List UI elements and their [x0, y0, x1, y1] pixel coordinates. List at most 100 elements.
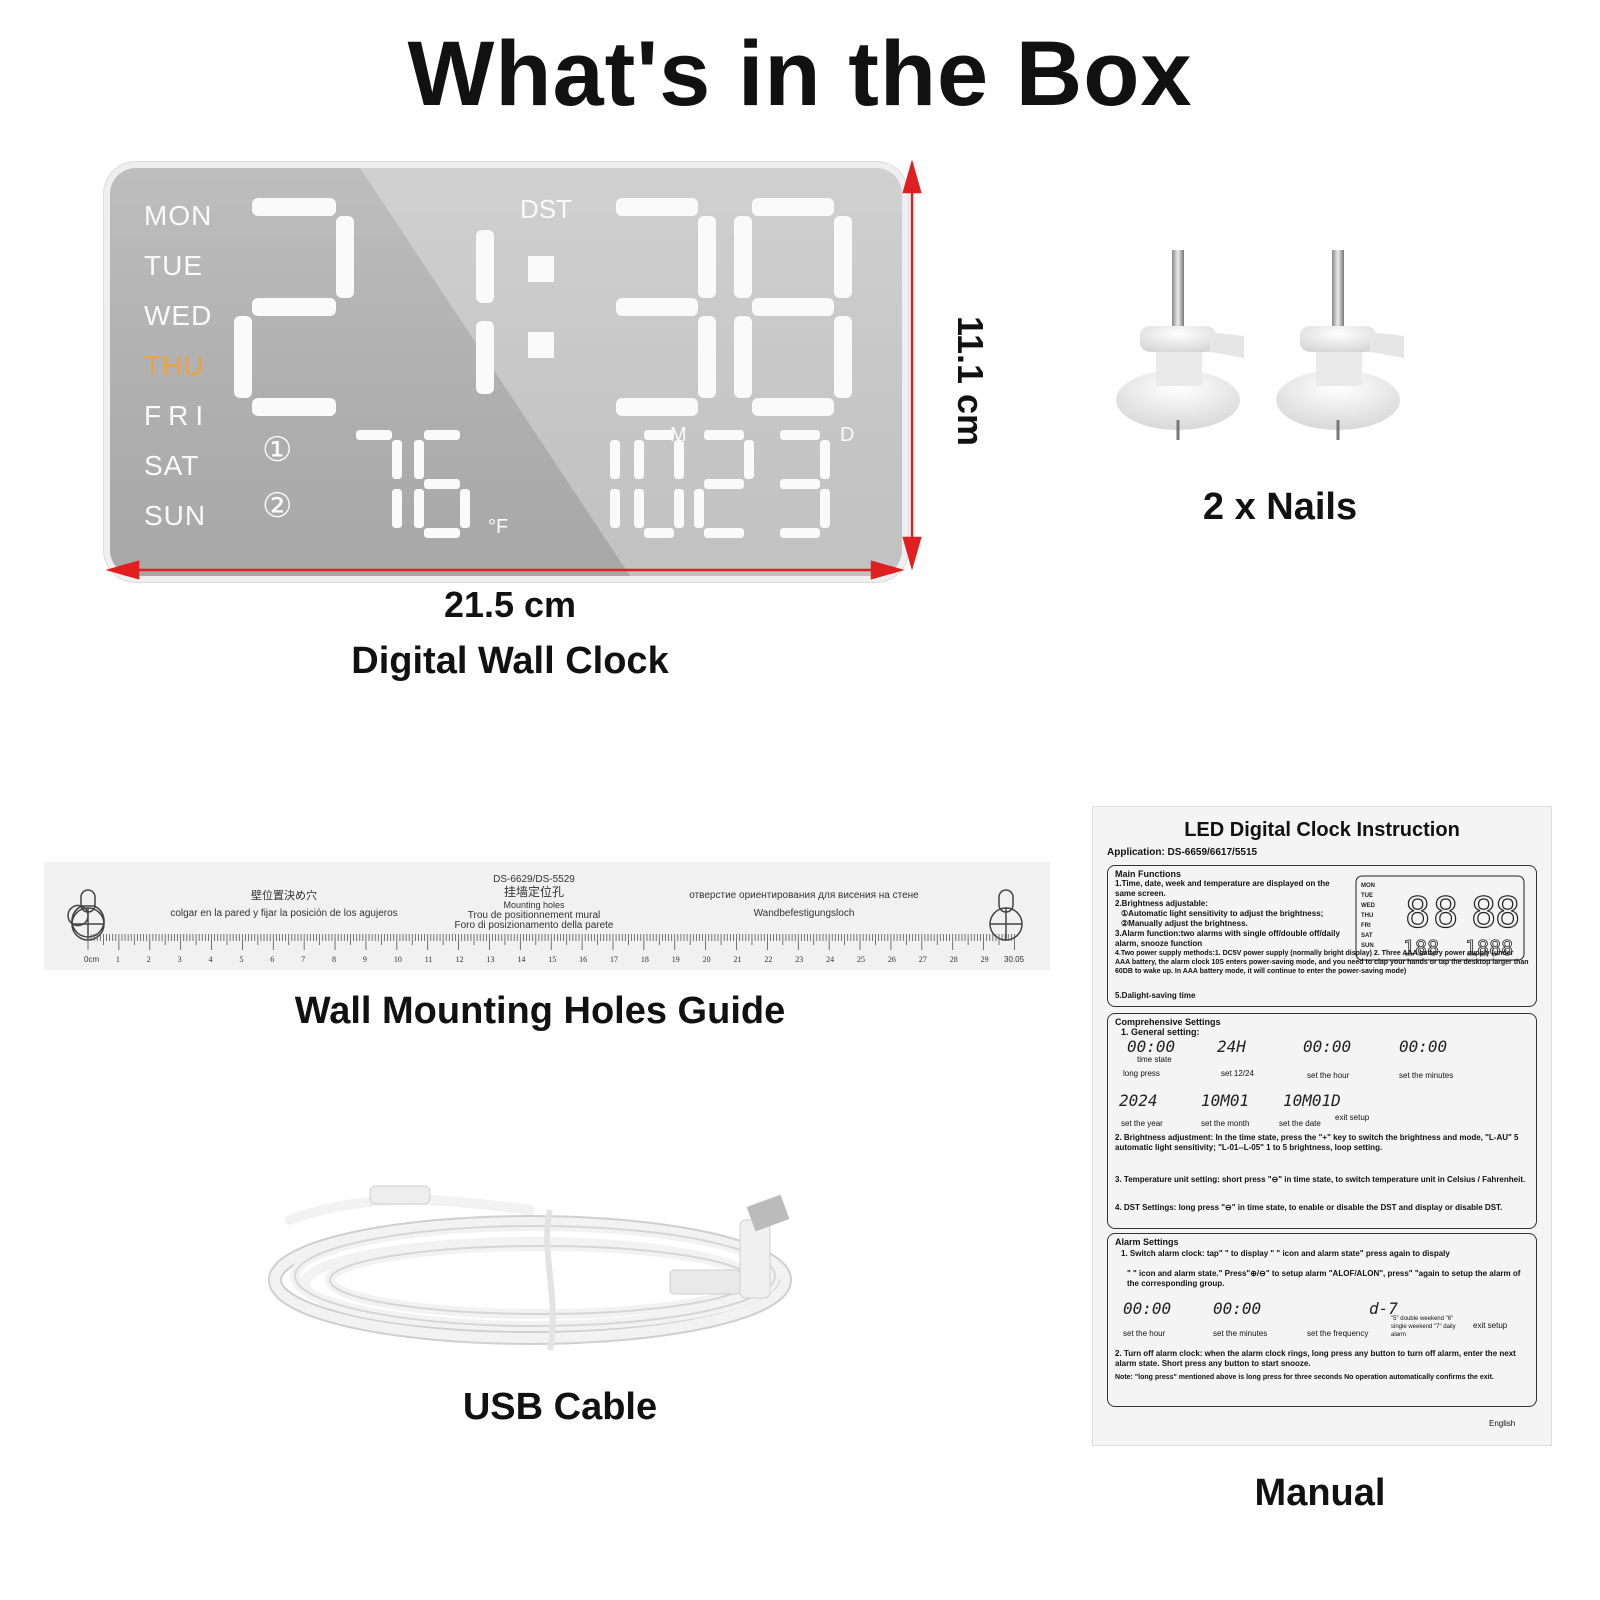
temp-digit-0-seg-c — [392, 489, 402, 528]
month-digit-1-seg-f — [634, 440, 644, 479]
seg-set-hour: 00:00 — [1303, 1037, 1352, 1056]
ruler-text-cn: 挂墙定位孔 — [503, 885, 564, 899]
temp-digit-1-seg-g — [424, 479, 460, 489]
minute-digit-1-seg-d — [752, 398, 834, 416]
svg-text:8: 8 — [1495, 888, 1520, 937]
usb-cable-illustration — [268, 1185, 792, 1351]
ruler-caption: Wall Mounting Holes Guide — [294, 990, 786, 1032]
minute-digit-1-seg-b — [834, 216, 852, 298]
ruler-number: 18 — [641, 955, 649, 964]
date-digit-0-seg-d — [704, 528, 744, 538]
date-digit-1-seg-g — [780, 479, 820, 489]
ruler-number: 12 — [456, 955, 464, 964]
minute-digit-0-seg-d — [616, 398, 698, 416]
mounting-hole-icon-right — [989, 889, 1023, 941]
colon-bar-0-seg-b — [476, 230, 494, 303]
ruler-text-jp: 壁位置決め穴 — [251, 890, 317, 902]
temp-digit-1-seg-c — [460, 489, 470, 528]
mf-2a: ①Automatic light sensitivity to adjust t… — [1121, 909, 1324, 918]
day-wed: WED — [144, 300, 213, 331]
ruler-text-en: Mounting holes — [503, 900, 565, 910]
manual-application: Application: DS-6659/6617/5515 — [1107, 847, 1258, 858]
alarm-step-1b: " " icon and alarm state." Press"⊕/⊖" to… — [1127, 1269, 1521, 1288]
clock-caption: Digital Wall Clock — [351, 640, 669, 682]
dimension-arrows — [105, 160, 922, 580]
manual-day-fri: FRI — [1361, 923, 1371, 929]
lbl-long-press: long press — [1123, 1069, 1160, 1078]
date-digit-1-seg-d — [780, 528, 820, 538]
day-mon: MON — [144, 200, 213, 231]
ruler-text-ru: отверстие ориентирования для висения на … — [689, 890, 919, 901]
colon-bar-0-seg-c — [476, 321, 494, 394]
svg-text:8: 8 — [1471, 888, 1496, 937]
ruler-number: 13 — [486, 955, 494, 964]
lbl-exit-setup: exit setup — [1335, 1113, 1370, 1122]
month-digit-1-seg-c — [674, 489, 684, 528]
comprehensive-settings-box — [1107, 1013, 1537, 1229]
ruler-number: 1 — [116, 955, 120, 964]
temp-digit-1-seg-a — [424, 430, 460, 440]
ruler-number: 27 — [919, 955, 927, 964]
alarm-2-icon: ② — [262, 487, 293, 525]
minute-digit-0-seg-g — [616, 298, 698, 316]
ruler-number: 14 — [517, 955, 525, 964]
mf-3: 3.Alarm function:two alarms with single … — [1115, 929, 1340, 948]
date-digit-0-seg-g — [704, 479, 744, 489]
lbl-set-year: set the year — [1121, 1119, 1163, 1128]
lbl-set-date: set the date — [1279, 1119, 1321, 1128]
minute-digit-1-seg-f — [734, 216, 752, 298]
day-sat: SAT — [144, 450, 200, 481]
hour-digit-0-seg-e — [234, 316, 252, 398]
hour-digit-0-seg-d — [252, 398, 336, 416]
manual-day-thu: THU — [1361, 913, 1373, 919]
mf-2b: ②Manually adjust the brightness. — [1121, 919, 1248, 928]
svg-text:8: 8 — [1405, 888, 1430, 937]
temp-digit-1-seg-e — [414, 489, 424, 528]
date-digit-1-seg-c — [820, 489, 830, 528]
ruler-number: 11 — [425, 955, 433, 964]
temp-digit-1-seg-d — [424, 528, 460, 538]
month-label: M — [670, 424, 687, 446]
lbl-alarm-frequency: set the frequency — [1307, 1329, 1369, 1338]
month-digit-1-seg-d — [644, 528, 674, 538]
alarm-settings-box — [1107, 1233, 1537, 1407]
seg-month: 10M01 — [1201, 1091, 1250, 1110]
ruler-number: 16 — [579, 955, 587, 964]
seven-segment-display — [234, 198, 852, 538]
ruler-number: 28 — [950, 955, 958, 964]
lbl-time-state: time state — [1137, 1055, 1172, 1064]
mf-4: 4.Two power supply methods:1. DC5V power… — [1115, 950, 1529, 975]
lbl-set-minutes: set the minutes — [1399, 1071, 1454, 1080]
mf-2: 2.Brightness adjustable: — [1115, 899, 1208, 908]
ruler-number: 15 — [548, 955, 556, 964]
lbl-set-12-24: set 12/24 — [1221, 1069, 1254, 1078]
minute-digit-1-seg-c — [834, 316, 852, 398]
svg-text:1888: 1888 — [1465, 936, 1513, 960]
colon-dot-1 — [528, 332, 554, 358]
wall-mounting-holes-guide: 壁位置決め穴 colgar en la pared y fijar la pos… — [44, 862, 1050, 970]
month-digit-0-seg-c — [610, 489, 620, 528]
ruler-number: 10 — [394, 955, 402, 964]
svg-text:8: 8 — [1433, 888, 1458, 937]
seg-time-state: 00:00 — [1127, 1037, 1176, 1056]
dst-label: DST — [520, 194, 572, 224]
ruler-number: 20 — [703, 955, 711, 964]
ruler-end-label: 30.05 — [1004, 955, 1025, 964]
comp-heading: Comprehensive Settings — [1115, 1017, 1221, 1027]
cable-caption: USB Cable — [462, 1386, 658, 1428]
date-digit-0-seg-e — [694, 489, 704, 528]
colon-dot-0 — [528, 256, 554, 282]
ruler-number: 26 — [888, 955, 896, 964]
page-title: What's in the Box — [407, 23, 1193, 125]
temp-digit-0-seg-a — [356, 430, 392, 440]
instruction-manual: LED Digital Clock Instruction Applicatio… — [1092, 806, 1552, 1446]
manual-day-sun: SUN — [1361, 943, 1374, 949]
dst-setting: 4. DST Settings: long press "⊖" in time … — [1115, 1203, 1503, 1212]
manual-note: Note: "long press" mentioned above is lo… — [1115, 1374, 1494, 1381]
ruler-number: 9 — [363, 955, 367, 964]
ruler-number: 7 — [301, 955, 305, 964]
mounting-hole-icon-left — [67, 889, 105, 941]
minute-digit-0-seg-a — [616, 198, 698, 216]
manual-caption: Manual — [1254, 1472, 1386, 1514]
